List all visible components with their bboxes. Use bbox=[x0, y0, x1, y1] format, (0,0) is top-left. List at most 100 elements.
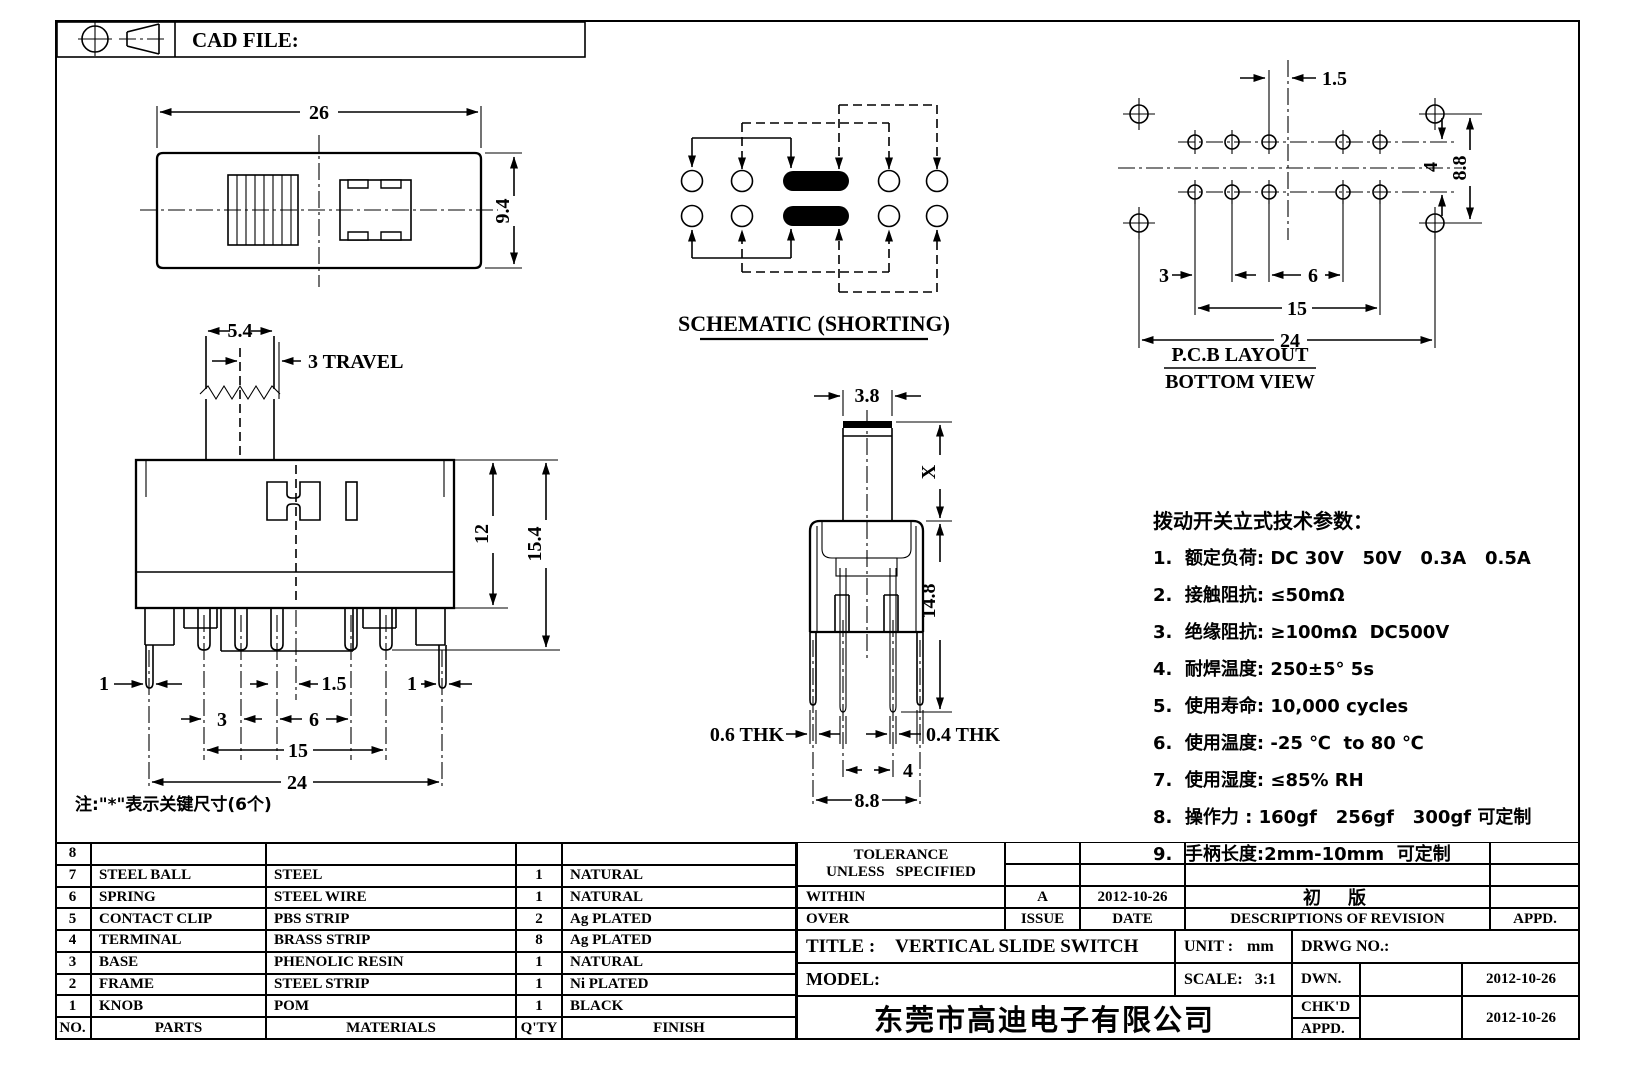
pcb-dim-4: 4 bbox=[1420, 162, 1442, 172]
row-no: 6 bbox=[55, 887, 92, 910]
row-finish: Ni PLATED bbox=[563, 974, 797, 997]
issue-value: A bbox=[1005, 886, 1080, 908]
row-finish: NATURAL bbox=[563, 865, 797, 888]
spec-item: 7. 使用湿度: ≤85% RH bbox=[1153, 770, 1364, 791]
spec-item: 1. 额定负荷: DC 30V 50V 0.3A 0.5A bbox=[1153, 548, 1531, 569]
empty-cell bbox=[1080, 864, 1185, 886]
appd-header: APPD. bbox=[1490, 908, 1580, 930]
cad-file-box: CAD FILE: bbox=[56, 21, 586, 58]
title-cell: TITLE : VERTICAL SLIDE SWITCH bbox=[797, 930, 1175, 963]
row-no: 7 bbox=[55, 865, 92, 888]
row-no: 2 bbox=[55, 974, 92, 997]
empty-cell bbox=[1005, 864, 1080, 886]
row-material: POM bbox=[267, 996, 517, 1019]
tech-specs: 拨动开关立式技术参数： 1. 额定负荷: DC 30V 50V 0.3A 0.5… bbox=[1153, 505, 1573, 877]
row-material: PHENOLIC RESIN bbox=[267, 952, 517, 975]
within-label: WITHIN bbox=[797, 886, 1005, 908]
spec-item: 2. 接触阻抗: ≤50mΩ bbox=[1153, 585, 1345, 606]
spec-item: 9. 手柄长度:2mm-10mm 可定制 bbox=[1153, 844, 1451, 865]
top-dim-94: 9.4 bbox=[492, 199, 514, 224]
projection-symbol-icon bbox=[78, 22, 167, 56]
row-qty: 1 bbox=[517, 996, 563, 1019]
front-dim-54: 5.4 bbox=[228, 320, 253, 342]
row-part: FRAME bbox=[92, 974, 267, 997]
drawing-canvas: CAD FILE: 26 9.4 bbox=[56, 21, 1482, 812]
dwn-label: DWN. bbox=[1292, 963, 1360, 996]
empty-cell bbox=[1490, 842, 1580, 864]
front-dim-1-right: 1 bbox=[407, 673, 417, 695]
row-part: BASE bbox=[92, 952, 267, 975]
date-header: DATE bbox=[1080, 908, 1185, 930]
spec-item: 3. 绝缘阻抗: ≥100mΩ DC500V bbox=[1153, 622, 1450, 643]
row-finish: Ag PLATED bbox=[563, 931, 797, 953]
revision-header: DESCRIPTIONS OF REVISION bbox=[1185, 908, 1490, 930]
front-dim-24: 24 bbox=[287, 772, 307, 794]
tolerance-line1: TOLERANCE bbox=[853, 847, 949, 863]
issue-date: 2012-10-26 bbox=[1080, 886, 1185, 908]
spec-item: 5. 使用寿命: 10,000 cycles bbox=[1153, 696, 1409, 717]
title-value: VERTICAL SLIDE SWITCH bbox=[895, 935, 1139, 957]
row-part bbox=[92, 844, 267, 866]
row-no: 8 bbox=[55, 844, 92, 866]
approve-date: 2012-10-26 bbox=[1462, 996, 1580, 1040]
pcb-caption-2: BOTTOM VIEW bbox=[1165, 371, 1315, 393]
parts-table: 8 7 STEEL BALL STEEL 1 NATURAL 6 SPRING … bbox=[55, 842, 797, 1040]
row-material: BRASS STRIP bbox=[267, 931, 517, 953]
over-label: OVER bbox=[797, 908, 1005, 930]
schematic-caption: SCHEMATIC (SHORTING) bbox=[678, 311, 950, 336]
front-dim-15: 15 bbox=[288, 740, 308, 762]
title-block: TOLERANCE UNLESS SPECIFIED WITHIN A 2012… bbox=[797, 842, 1580, 1040]
unit-cell: UNIT : mm bbox=[1175, 930, 1292, 963]
header-materials: MATERIALS bbox=[267, 1018, 517, 1040]
row-no: 5 bbox=[55, 909, 92, 932]
unit-label: UNIT : bbox=[1184, 937, 1234, 955]
shorting-contact-bottom bbox=[783, 206, 849, 226]
cad-file-label: CAD FILE: bbox=[192, 28, 299, 52]
dwn-date: 2012-10-26 bbox=[1462, 963, 1580, 996]
company-name: 东莞市高迪电子有限公司 bbox=[797, 996, 1292, 1040]
front-dim-154: 15.4 bbox=[524, 527, 546, 562]
empty-cell bbox=[1080, 842, 1185, 864]
empty-cell bbox=[1185, 864, 1490, 886]
empty-cell bbox=[1005, 842, 1080, 864]
front-dim-15-center: 1.5 bbox=[322, 673, 347, 695]
side-dim-4: 4 bbox=[903, 760, 913, 782]
row-qty: 1 bbox=[517, 974, 563, 997]
pcb-dim-24: 24 bbox=[1280, 330, 1300, 352]
front-view: 5.4 3 TRAVEL 1 1.5 1 bbox=[99, 320, 560, 794]
empty-cell bbox=[1360, 963, 1462, 996]
row-qty: 1 bbox=[517, 952, 563, 975]
front-dim-3: 3 bbox=[217, 709, 227, 731]
pcb-layout-view: 1.5 3 6 15 24 4 8.8 P.C.B LAYOUT BOTTOM … bbox=[1118, 60, 1482, 393]
empty-cell bbox=[1490, 886, 1580, 908]
tolerance-line2: UNLESS SPECIFIED bbox=[826, 864, 976, 880]
row-qty bbox=[517, 844, 563, 866]
schematic-view: SCHEMATIC (SHORTING) bbox=[678, 104, 950, 341]
scale-label: SCALE: bbox=[1184, 970, 1243, 988]
front-dim-1-left: 1 bbox=[99, 673, 109, 695]
front-dim-6: 6 bbox=[309, 709, 319, 731]
side-thk-right: 0.4 THK bbox=[926, 724, 1001, 746]
row-qty: 1 bbox=[517, 865, 563, 888]
key-dimension-note: 注:"*"表示关键尺寸(6个) bbox=[75, 795, 272, 815]
row-material: STEEL bbox=[267, 865, 517, 888]
side-thk-left: 0.6 THK bbox=[710, 724, 785, 746]
row-material: PBS STRIP bbox=[267, 909, 517, 932]
row-part: KNOB bbox=[92, 996, 267, 1019]
model-label: MODEL: bbox=[797, 963, 1175, 996]
top-view: 26 9.4 bbox=[140, 102, 522, 287]
pcb-dim-6: 6 bbox=[1308, 265, 1318, 287]
row-material: STEEL WIRE bbox=[267, 887, 517, 910]
spec-item: 4. 耐焊温度: 250±5° 5s bbox=[1153, 659, 1375, 680]
row-material: STEEL STRIP bbox=[267, 974, 517, 997]
revision-value: 初 版 bbox=[1185, 886, 1490, 908]
row-finish: BLACK bbox=[563, 996, 797, 1019]
title-label: TITLE : bbox=[806, 935, 876, 957]
row-finish: Ag PLATED bbox=[563, 909, 797, 932]
row-part: STEEL BALL bbox=[92, 865, 267, 888]
scale-cell: SCALE: 3:1 bbox=[1175, 963, 1292, 996]
tolerance-cell: TOLERANCE UNLESS SPECIFIED bbox=[797, 842, 1005, 886]
header-no: NO. bbox=[55, 1018, 92, 1040]
pcb-dim-88: 8.8 bbox=[1449, 156, 1471, 181]
scale-value: 3:1 bbox=[1254, 970, 1277, 988]
